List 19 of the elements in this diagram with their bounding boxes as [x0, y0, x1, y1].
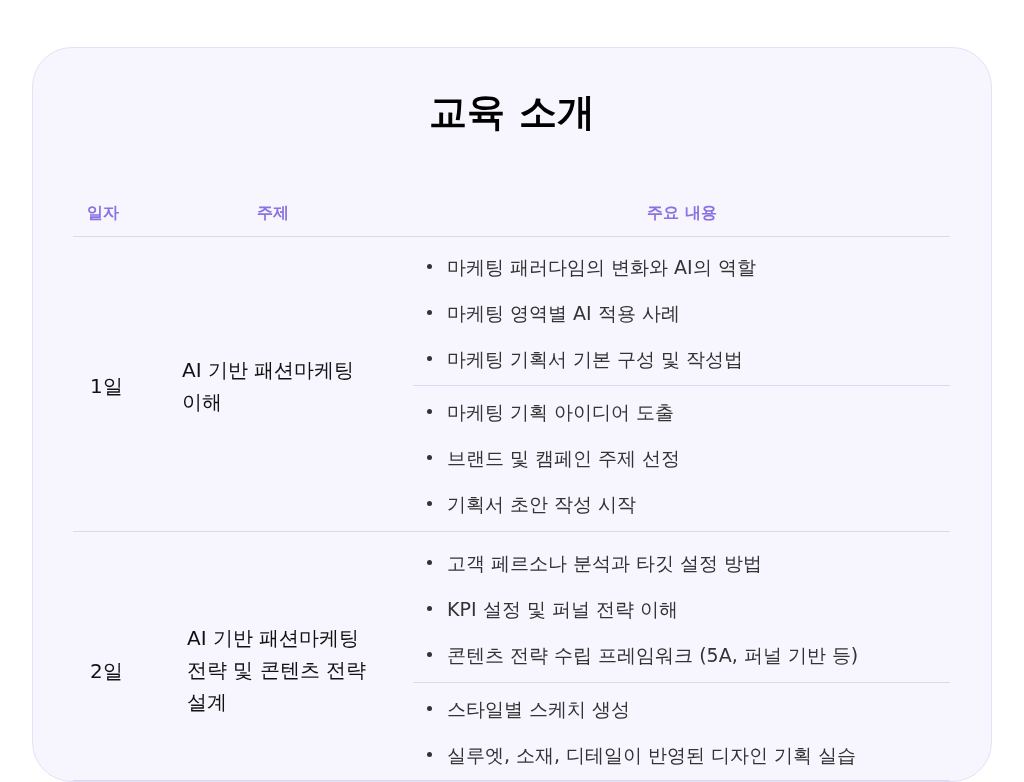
day-label: 1일: [90, 374, 123, 398]
day-label: 2일: [90, 659, 123, 683]
content-item: 고객 페르소나 분석과 타깃 설정 방법: [447, 551, 763, 575]
column-header: 주제: [257, 203, 289, 223]
content-item: 스타일별 스케치 생성: [447, 697, 631, 721]
content-item: KPI 설정 및 퍼널 전략 이해: [447, 597, 678, 621]
content-item: 마케팅 기획 아이디어 도출: [447, 400, 675, 424]
content-item: 마케팅 영역별 AI 적용 사례: [447, 301, 680, 325]
content-item: 기획서 초안 작성 시작: [447, 492, 637, 516]
topic-text: AI 기반 패션마케팅 이해: [182, 357, 356, 416]
column-header: 일자: [87, 203, 119, 223]
topic-text: AI 기반 패션마케팅 전략 및 콘텐츠 전략 설계: [187, 625, 368, 716]
content-item: 마케팅 패러다임의 변화와 AI의 역할: [447, 255, 756, 279]
content-item: 마케팅 기획서 기본 구성 및 작성법: [447, 347, 744, 371]
column-header: 주요 내용: [647, 203, 717, 223]
title: 교육 소개: [428, 89, 596, 136]
content-item: 브랜드 및 캠페인 주제 선정: [447, 446, 681, 470]
content-item: 콘텐츠 전략 수립 프레임워크 (5A, 퍼널 기반 등): [447, 643, 859, 667]
content-item: 실루엣, 소재, 디테일이 반영된 디자인 기획 실습: [447, 743, 857, 767]
